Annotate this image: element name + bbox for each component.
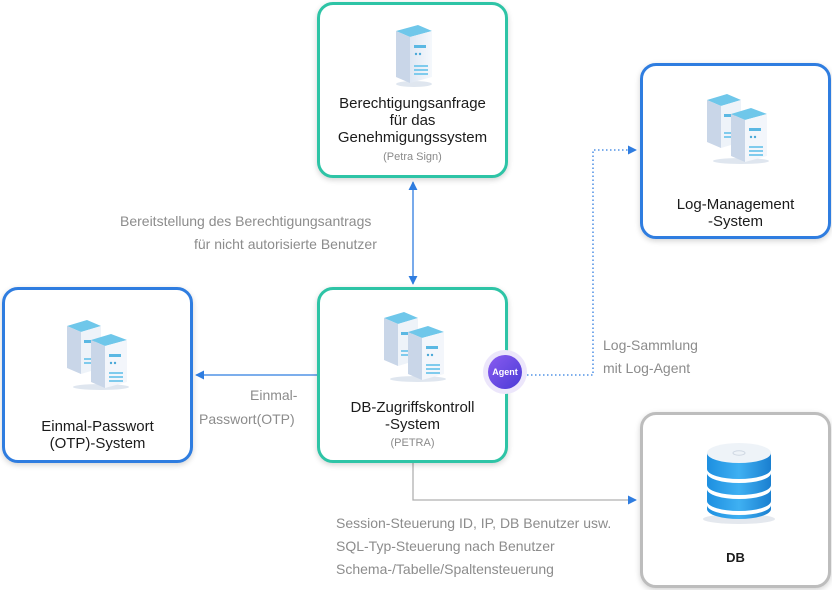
server-pair-icon [63,318,133,395]
db-label-line3: Schema-/Tabelle/Spaltensteuerung [336,561,554,577]
approval-system-subtitle: (Petra Sign) [383,151,442,163]
server-pair-icon [703,92,773,169]
db-label-line1: Session-Steuerung ID, IP, DB Benutzer us… [336,515,612,531]
agent-label: Agent [488,355,522,389]
db-node: DB [640,412,831,588]
approval-system-title: Berechtigungsanfrage für das Genehmigung… [337,95,488,146]
approval-label-line2: für nicht autorisierte Benutzer [194,236,377,252]
otp-label-line2: Passwort(OTP) [199,411,295,427]
server-pair-icon [380,310,450,387]
log-management-title: Log-Management -System [676,196,795,230]
database-icon [701,439,777,530]
approval-system-node: Berechtigungsanfrage für das Genehmigung… [317,2,508,178]
agent-badge: Agent [483,350,527,394]
server-icon [392,23,436,92]
db-access-control-subtitle: (PETRA) [390,437,435,449]
log-connector [527,145,637,376]
db-label-line2: SQL-Typ-Steuerung nach Benutzer [336,538,555,554]
log-label-line1: Log-Sammlung [603,337,698,353]
db-access-control-node: DB-Zugriffskontroll -System (PETRA) [317,287,508,463]
otp-label-line1: Einmal- [250,387,298,403]
db-connector [412,463,637,505]
approval-label-line1: Bereitstellung des Berechtigungsantrags [120,213,372,229]
log-management-node: Log-Management -System [640,63,831,239]
otp-system-title: Einmal-Passwort (OTP)-System [41,418,154,452]
db-title: DB [726,550,745,565]
db-access-control-title: DB-Zugriffskontroll -System [350,399,475,433]
otp-system-node: Einmal-Passwort (OTP)-System [2,287,193,463]
log-label-line2: mit Log-Agent [603,360,691,376]
